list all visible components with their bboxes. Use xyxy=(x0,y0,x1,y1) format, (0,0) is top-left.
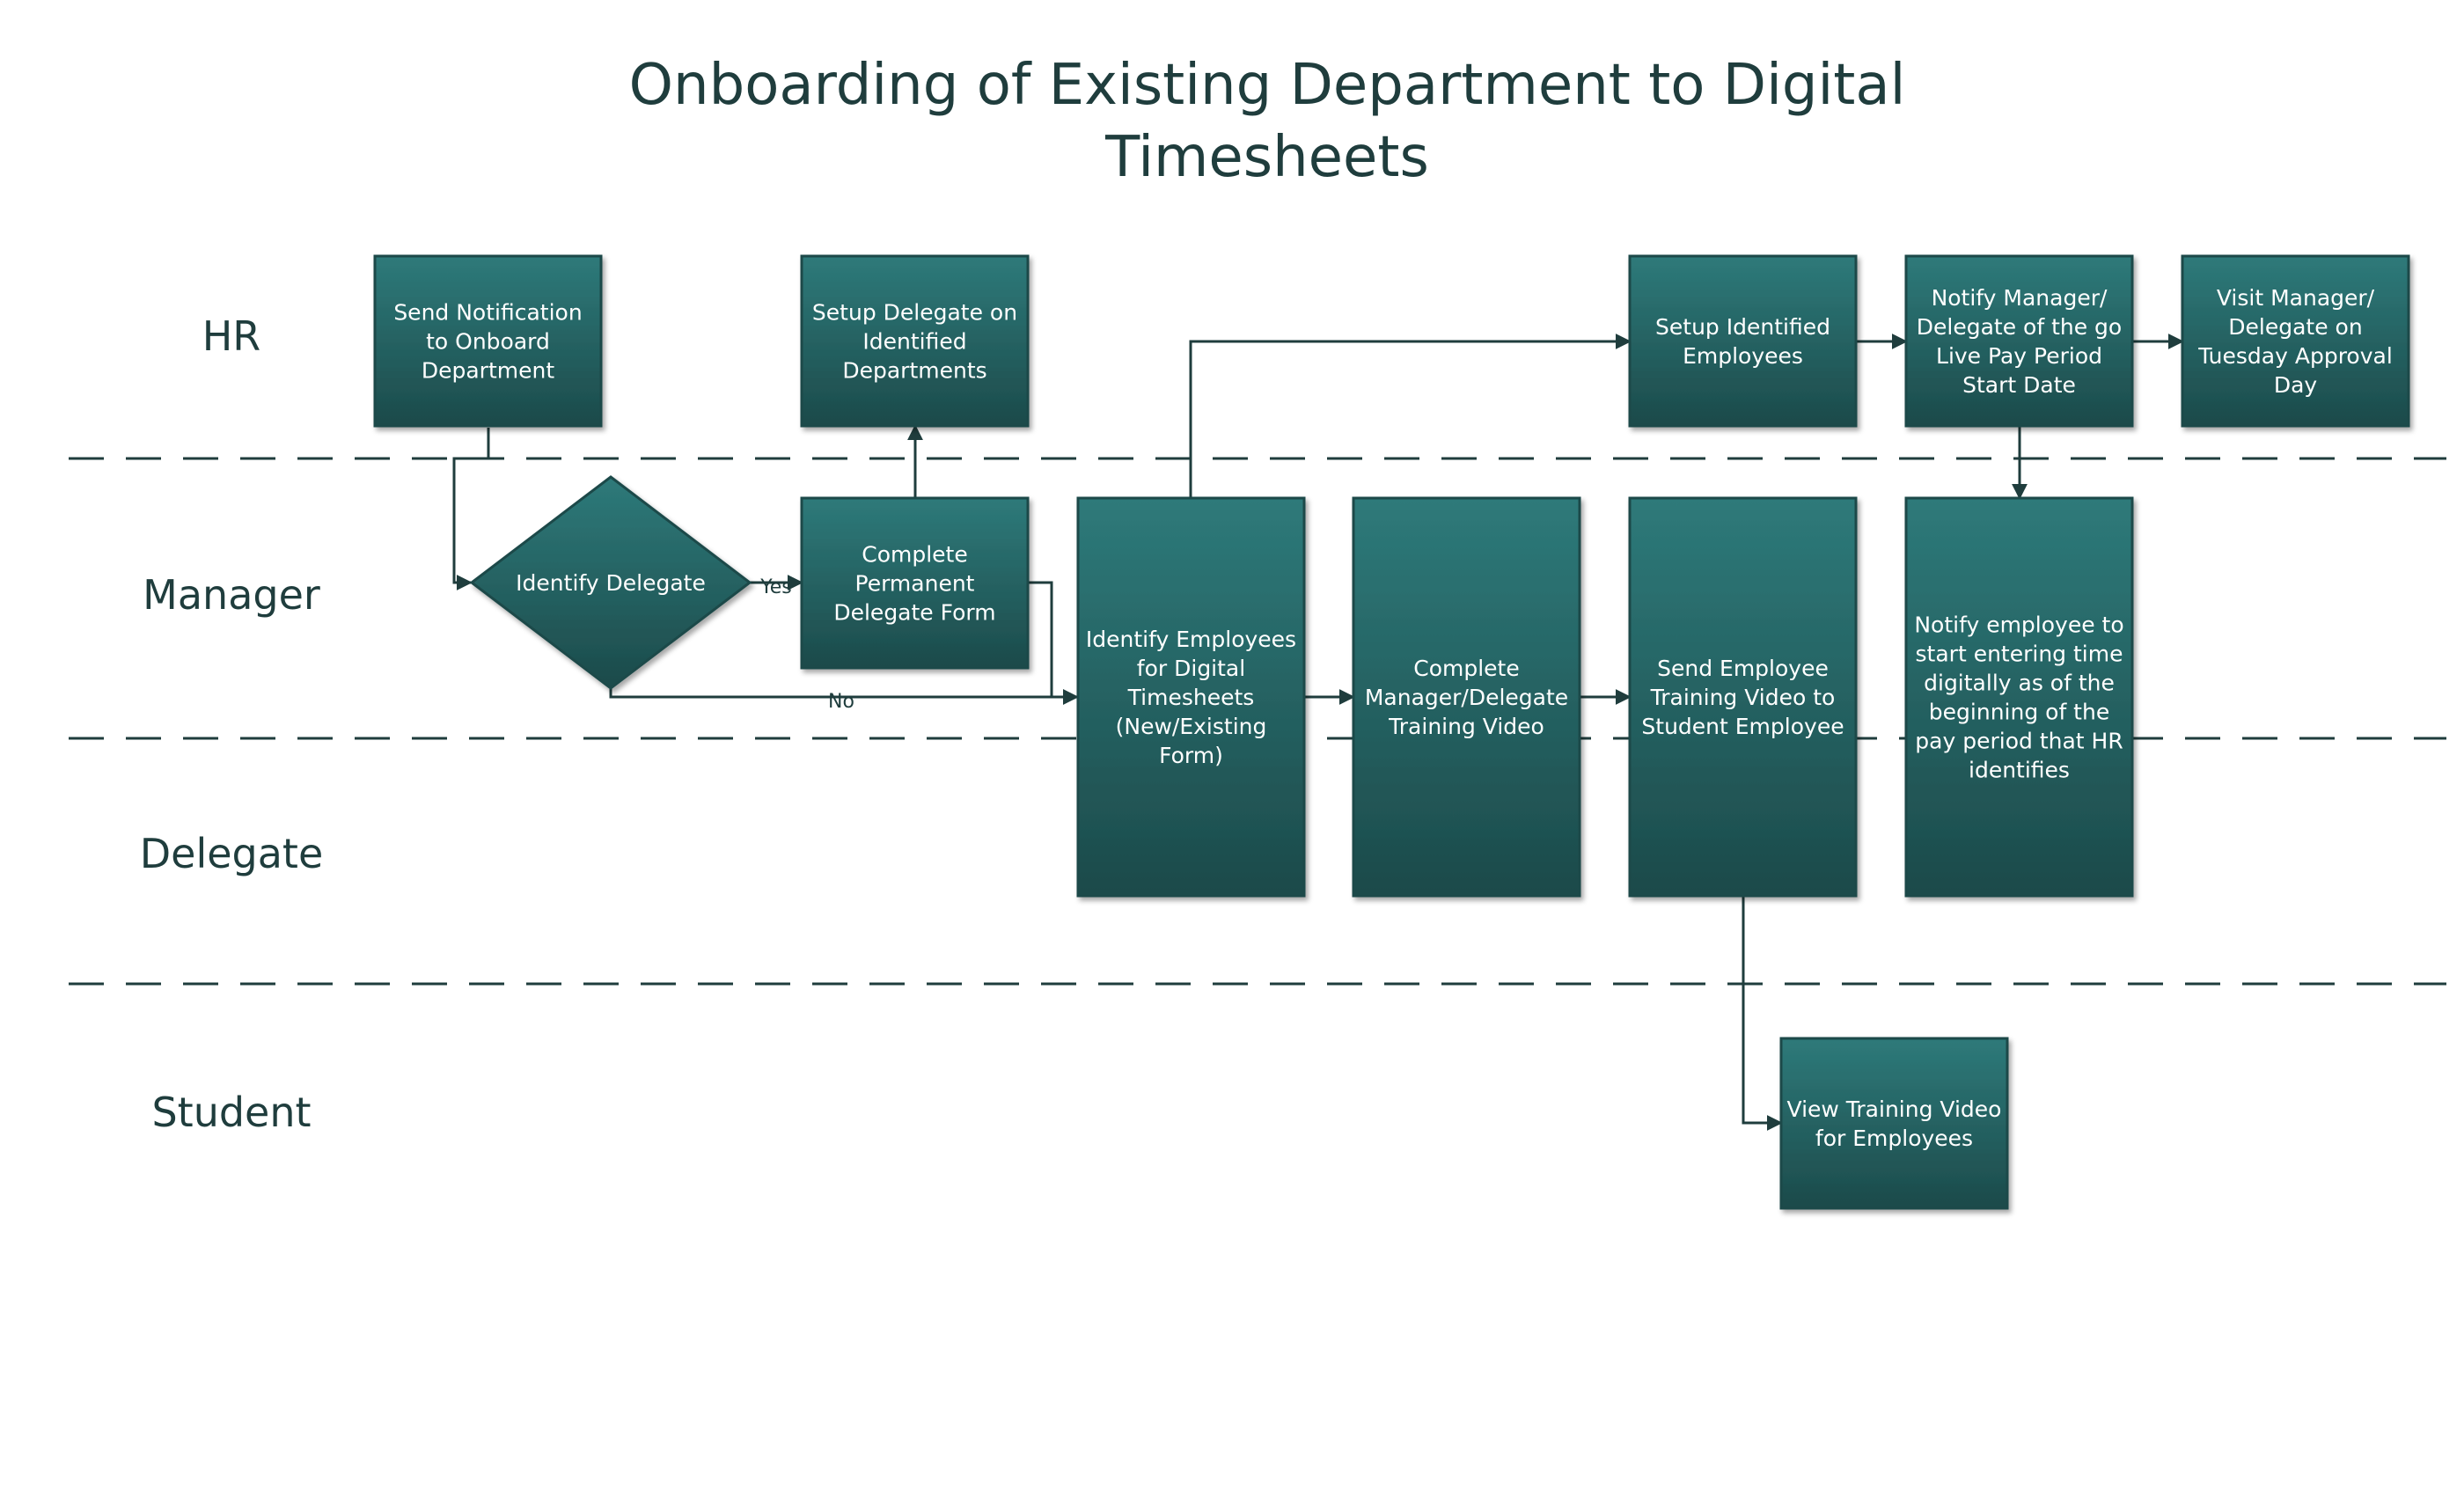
node-label-line: Training Video xyxy=(1388,714,1544,739)
node-label-line: Notify Manager/ xyxy=(1932,285,2108,311)
lane-label-hr: HR xyxy=(202,312,261,360)
node-label-line: Identified xyxy=(862,329,966,355)
node-notify-manager-golive: Notify Manager/Delegate of the go Live Pa… xyxy=(1904,254,2134,428)
node-label-line: beginning of the xyxy=(1929,700,2109,725)
node-notify-employee-label: Notify employee to start entering time dig… xyxy=(1914,612,2123,783)
node-label-line: Employees xyxy=(1683,343,1803,369)
node-label-line: Visit Manager/ xyxy=(2217,285,2375,311)
edge-identify-employees-to-setup-employees xyxy=(1189,334,1632,498)
diagram-title-line-2: Timesheets xyxy=(1104,125,1429,190)
node-label-line: identifies xyxy=(1969,758,2070,783)
node-label-line: to Onboard xyxy=(426,329,550,355)
lane-label-manager: Manager xyxy=(143,571,320,619)
node-label-line: Send Notification xyxy=(393,300,582,326)
node-label-line: Training Video to xyxy=(1650,685,1836,710)
node-label-line: Day xyxy=(2274,372,2318,398)
node-notify-manager-golive-label: Notify Manager/Delegate of the go Live Pa… xyxy=(1917,285,2122,398)
node-label-line: Manager/Delegate xyxy=(1365,685,1568,710)
node-label-line: Department xyxy=(422,358,554,384)
edge-label-yes: Yes xyxy=(759,576,792,598)
node-label-line: Identify Delegate xyxy=(516,570,706,596)
node-label-line: Complete xyxy=(1413,656,1519,681)
diagram-title-line-1: Onboarding of Existing Department to Dig… xyxy=(629,53,1906,118)
node-label-line: digitally as of the xyxy=(1924,671,2115,696)
edge-label-no: No xyxy=(828,691,854,713)
node-label-line: Live Pay Period xyxy=(1936,343,2102,369)
node-label-line: Start Date xyxy=(1962,372,2076,398)
node-view-training-video-label: View Training Video for Employees xyxy=(1787,1096,2002,1151)
node-label-line: Setup Delegate on xyxy=(812,300,1017,326)
node-label-line: Departments xyxy=(842,358,986,384)
node-label-line: Timesheets xyxy=(1127,685,1255,710)
node-label-line: Form) xyxy=(1159,743,1223,768)
node-view-training-video: View Training Video for Employees xyxy=(1779,1037,2009,1210)
edge-send-training-to-view-training xyxy=(1742,896,1783,1131)
lane-label-student: Student xyxy=(151,1089,311,1136)
node-label-line: start entering time xyxy=(1916,642,2123,667)
node-label-line: for Employees xyxy=(1815,1126,1973,1151)
edge-identify-delegate-no xyxy=(609,688,1079,705)
node-visit-manager-label: Visit Manager/Delegate on Tuesday Approva… xyxy=(2197,285,2393,398)
node-label-line: Delegate on xyxy=(2228,314,2362,340)
node-label-line: for Digital xyxy=(1137,656,1245,681)
node-visit-manager: Visit Manager/Delegate on Tuesday Approva… xyxy=(2181,254,2410,428)
edge-notification-to-identify-delegate xyxy=(452,428,490,590)
lane-label-delegate: Delegate xyxy=(140,830,324,877)
node-label-line: pay period that HR xyxy=(1915,729,2123,754)
node-notify-employee: Notify employee to start entering time dig… xyxy=(1904,496,2134,898)
node-label-line: Tuesday Approval xyxy=(2197,343,2393,369)
node-label-line: Delegate of the go xyxy=(1917,314,2122,340)
node-label-line: View Training Video xyxy=(1787,1096,2002,1122)
edge-complete-form-to-identify-employees xyxy=(1029,581,1079,705)
node-label-line: Notify employee to xyxy=(1914,612,2123,638)
node-label-line: (New/Existing xyxy=(1116,714,1267,739)
node-label-line: Student Employee xyxy=(1641,714,1844,739)
node-label-line: Identify Employees xyxy=(1086,627,1296,652)
decision-identify-delegate-label: Identify Delegate xyxy=(516,570,706,596)
node-label-line: Permanent xyxy=(855,571,975,597)
node-label-line: Complete xyxy=(862,542,967,568)
node-label-line: Setup Identified xyxy=(1655,314,1830,340)
decision-identify-delegate: Identify Delegate xyxy=(469,475,752,690)
node-label-line: Send Employee xyxy=(1657,656,1829,681)
node-label-line: Delegate Form xyxy=(833,600,995,626)
